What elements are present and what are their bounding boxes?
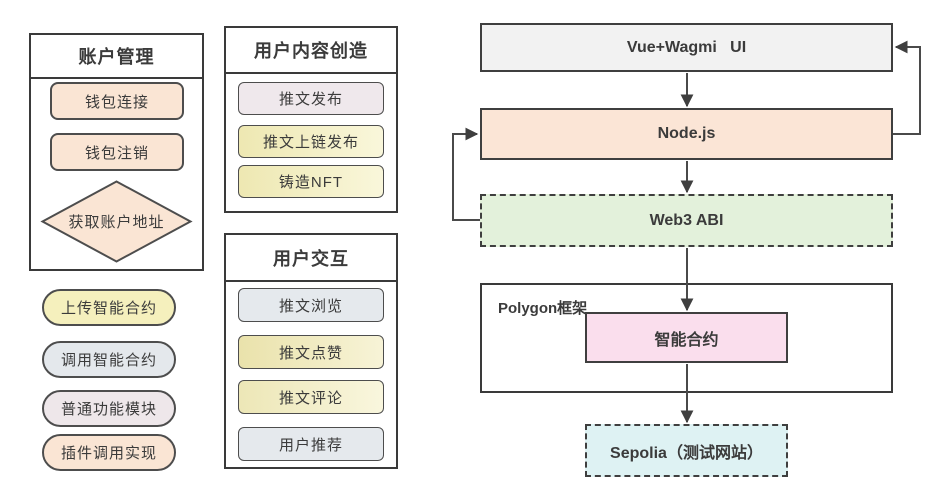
content-creation-box: 用户内容创造 推文发布 推文上链发布 铸造NFT xyxy=(224,26,398,213)
diamond-shape-icon xyxy=(40,180,193,263)
feedback-loop-abi-to-node xyxy=(452,127,480,221)
tweet-onchain-publish-node: 推文上链发布 xyxy=(238,125,384,158)
mint-nft-node: 铸造NFT xyxy=(238,165,384,198)
user-recommend-node: 用户推荐 xyxy=(238,427,384,461)
wallet-logout-node: 钱包注销 xyxy=(50,133,184,171)
pill-normal-function-module: 普通功能模块 xyxy=(42,390,176,427)
account-management-box: 账户管理 钱包连接 钱包注销 获取账户地址 xyxy=(29,33,204,271)
sepolia-node: Sepolia（测试网站） xyxy=(585,424,788,477)
smart-contract-node: 智能合约 xyxy=(585,312,788,363)
tweet-like-node: 推文点赞 xyxy=(238,335,384,369)
feedback-loop-node-to-ui xyxy=(893,40,921,135)
tweet-publish-node: 推文发布 xyxy=(238,82,384,115)
polygon-frame-box: Polygon框架 智能合约 xyxy=(480,283,893,393)
nodejs-node: Node.js xyxy=(480,108,893,160)
pill-upload-smart-contract: 上传智能合约 xyxy=(42,289,176,326)
polygon-frame-label: Polygon框架 xyxy=(498,300,588,317)
user-interaction-title: 用户交互 xyxy=(226,235,396,282)
account-management-title: 账户管理 xyxy=(31,35,202,79)
get-account-address-diamond: 获取账户地址 xyxy=(40,180,193,263)
wallet-connect-node: 钱包连接 xyxy=(50,82,184,120)
tweet-browse-node: 推文浏览 xyxy=(238,288,384,322)
user-interaction-box: 用户交互 推文浏览 推文点赞 推文评论 用户推荐 xyxy=(224,233,398,469)
pill-call-smart-contract: 调用智能合约 xyxy=(42,341,176,378)
pill-plugin-call-implementation: 插件调用实现 xyxy=(42,434,176,471)
vue-wagmi-ui-node: Vue+Wagmi UI xyxy=(480,23,893,72)
tweet-comment-node: 推文评论 xyxy=(238,380,384,414)
web3-abi-node: Web3 ABI xyxy=(480,194,893,247)
get-account-address-label: 获取账户地址 xyxy=(68,214,165,231)
content-creation-title: 用户内容创造 xyxy=(226,28,396,74)
